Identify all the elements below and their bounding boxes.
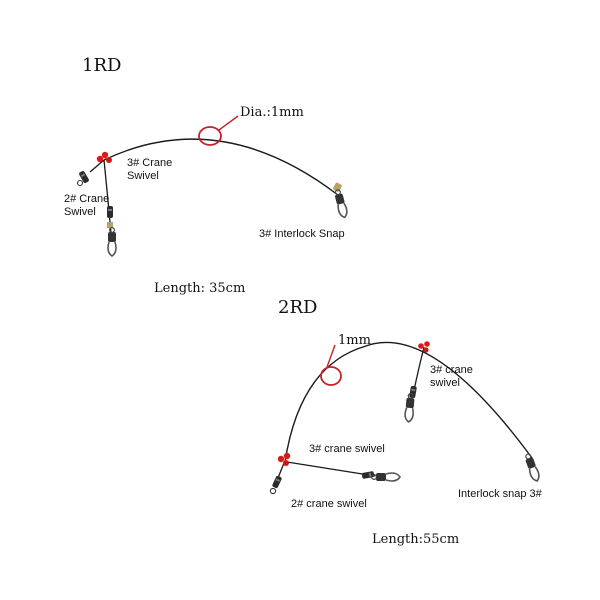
rig-1-interlock-snap-label: 3# Interlock Snap <box>259 228 345 240</box>
rig-1-end-snap <box>332 188 350 220</box>
rig-1-crane-swivel-2-label: 2# Crane Swivel <box>64 193 110 218</box>
rig-1-title: 1RD <box>82 55 122 76</box>
rig-2-interlock-snap-label: Interlock snap 3# <box>458 488 542 500</box>
rig-2 <box>269 341 542 495</box>
rig-2-lower-beads <box>277 452 291 466</box>
rig-2-main-wire <box>284 341 533 463</box>
rig-1 <box>76 115 350 257</box>
rig-2-length-label: Length:55cm <box>372 532 460 547</box>
rig-1-beads <box>96 151 112 163</box>
rig-1-drop-snap <box>107 226 117 257</box>
rig-1-crane-swivel-3-label: 3# Crane Swivel <box>127 157 173 182</box>
rig-2-diameter-leader <box>326 344 336 368</box>
rig-1-end-swivel <box>333 182 342 192</box>
rig-1-upper-swivel <box>76 170 90 187</box>
rig-1-main-wire <box>103 138 339 196</box>
rig-1-diameter-label: Dia.:1mm <box>240 105 304 120</box>
rig-2-side-wire <box>286 461 376 477</box>
rig-2-crane-swivel-3-top-label: 3# crane swivel <box>430 364 473 389</box>
rig-1-tag-wire <box>89 159 105 173</box>
rig-1-length-label: Length: 35cm <box>154 281 246 296</box>
rig-2-top-drop-snap <box>403 385 417 424</box>
rig-2-tag-swivel <box>269 475 283 495</box>
rig-2-diameter-circle <box>320 366 342 386</box>
rig-1-diameter-circle <box>198 126 222 146</box>
rig-2-crane-swivel-3-left-label: 3# crane swivel <box>309 443 385 455</box>
rig-2-side-snap <box>361 471 401 482</box>
rig-2-crane-swivel-2-label: 2# crane swivel <box>291 498 367 510</box>
rig-2-top-beads <box>418 341 430 353</box>
rig-2-title: 2RD <box>278 297 318 318</box>
rig-1-diameter-leader <box>218 115 239 131</box>
rig-2-diameter-label: 1mm <box>338 333 371 348</box>
rig-1-drop-swivel <box>107 206 113 228</box>
